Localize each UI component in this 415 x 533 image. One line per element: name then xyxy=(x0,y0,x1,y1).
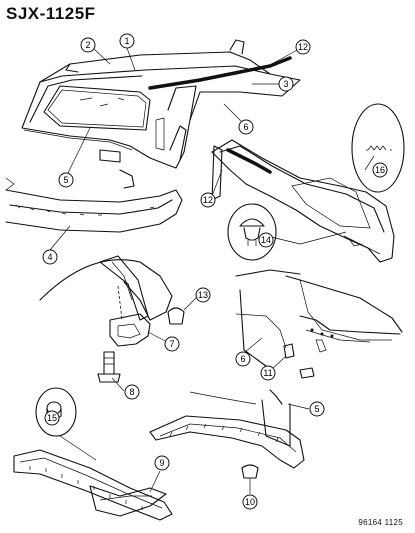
callout-label: 8 xyxy=(129,387,134,397)
callout-label: 5 xyxy=(314,404,319,414)
callout-label: 12 xyxy=(298,42,308,52)
callout-label: 13 xyxy=(198,290,208,300)
belt-weatherstrip xyxy=(5,177,183,233)
callout-8: 8 xyxy=(124,384,140,400)
callout-10: 10 xyxy=(242,494,258,510)
callout-14: 14 xyxy=(258,232,274,248)
quarter-panel-area xyxy=(235,269,403,379)
diagram-code: SJX-1125F xyxy=(6,4,96,23)
callout-label: 14 xyxy=(261,235,271,245)
callout-label: 2 xyxy=(85,40,90,50)
callout-5-bottom: 5 xyxy=(309,401,325,417)
callout-3: 3 xyxy=(278,76,294,92)
callout-6-bottom: 6 xyxy=(235,351,251,367)
seal-retainer xyxy=(13,387,173,521)
spring-detail xyxy=(351,103,405,193)
callout-12-top: 12 xyxy=(295,39,311,55)
callout-label: 15 xyxy=(47,413,57,423)
pillar-bracket xyxy=(39,255,185,383)
callout-12-middle: 12 xyxy=(200,192,216,208)
callout-label: 4 xyxy=(47,252,52,262)
footer-code: 96164 1125 xyxy=(358,518,403,527)
callout-2: 2 xyxy=(80,37,96,53)
callout-label: 11 xyxy=(263,368,272,378)
callout-6-top: 6 xyxy=(238,119,254,135)
callout-1: 1 xyxy=(119,33,135,49)
callout-label: 3 xyxy=(283,79,288,89)
side-frame-assembly xyxy=(211,139,395,263)
callout-15: 15 xyxy=(44,410,60,426)
callout-13: 13 xyxy=(195,287,211,303)
callout-label: 6 xyxy=(240,354,245,364)
soft-top-assembly xyxy=(21,39,301,189)
callout-4: 4 xyxy=(42,249,58,265)
callout-label: 7 xyxy=(169,339,174,349)
callout-7: 7 xyxy=(164,336,180,352)
callout-label: 10 xyxy=(245,497,255,507)
quarter-trim xyxy=(149,389,305,479)
callout-label: 16 xyxy=(375,165,385,175)
callout-label: 6 xyxy=(243,122,248,132)
leader-lines xyxy=(49,47,375,494)
fastener-detail xyxy=(227,203,277,261)
callout-label: 9 xyxy=(159,458,164,468)
callout-5-top: 5 xyxy=(58,172,74,188)
callout-9: 9 xyxy=(154,455,170,471)
callout-16: 16 xyxy=(372,162,388,178)
callout-label: 1 xyxy=(124,36,129,46)
callout-label: 12 xyxy=(203,195,213,205)
callout-label: 5 xyxy=(63,175,68,185)
callout-11: 11 xyxy=(260,365,276,381)
